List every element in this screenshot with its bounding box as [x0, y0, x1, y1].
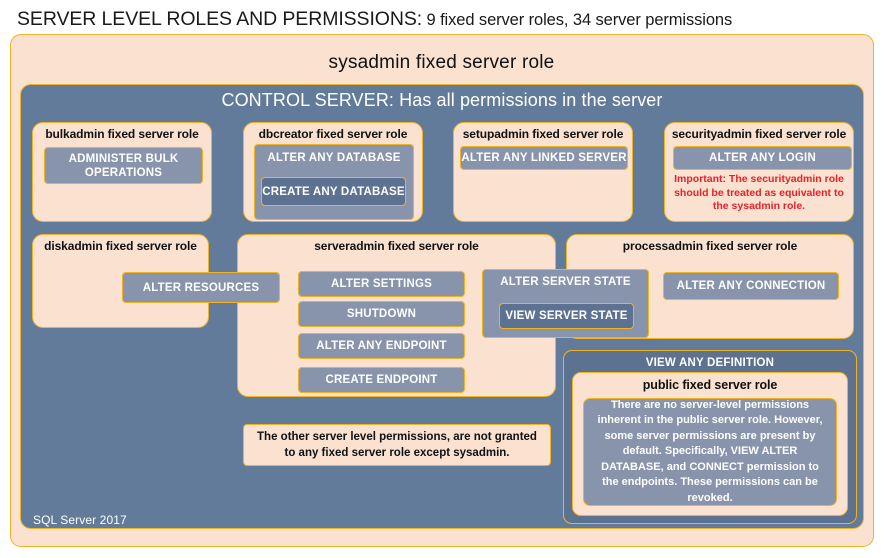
bulkadmin-role-title: bulkadmin fixed server role	[45, 127, 199, 141]
diskadmin-role-title: diskadmin fixed server role	[44, 239, 197, 253]
securityadmin-role-title: securityadmin fixed server role	[671, 127, 847, 141]
sysadmin-role-label: sysadmin fixed server role	[328, 52, 555, 73]
permission-alter-settings[interactable]: ALTER SETTINGS	[298, 271, 465, 297]
page-title-sub: 9 fixed server roles, 34 server permissi…	[426, 11, 733, 29]
public-role-description: There are no server-level permissions in…	[583, 398, 837, 506]
permission-alter-any-connection[interactable]: ALTER ANY CONNECTION	[663, 272, 839, 300]
permission-alter-any-linked-server[interactable]: ALTER ANY LINKED SERVER	[460, 146, 628, 170]
permission-alter-any-login[interactable]: ALTER ANY LOGIN	[673, 146, 852, 170]
processadmin-role-title: processadmin fixed server role	[622, 239, 798, 253]
setupadmin-role-title: setupadmin fixed server role	[462, 127, 624, 141]
sql-server-version-label: SQL Server 2017	[33, 513, 127, 527]
dbcreator-role-title: dbcreator fixed server role	[258, 127, 408, 141]
page-title: SERVER LEVEL ROLES AND PERMISSIONS: 9 fi…	[17, 6, 867, 32]
serveradmin-role-title: serveradmin fixed server role	[314, 239, 479, 253]
permission-administer-bulk-operations[interactable]: ADMINISTER BULK OPERATIONS	[44, 147, 203, 184]
public-role-title: public fixed server role	[642, 378, 778, 392]
securityadmin-warning-text: Important: The securityadmin role should…	[674, 173, 844, 212]
securityadmin-role-box	[664, 122, 854, 222]
permission-alter-server-state-label: ALTER SERVER STATE	[500, 276, 631, 288]
permission-shutdown[interactable]: SHUTDOWN	[298, 301, 465, 327]
setupadmin-role-box	[453, 122, 633, 222]
permission-alter-any-database-label: ALTER ANY DATABASE	[267, 152, 401, 164]
view-any-definition-label: VIEW ANY DEFINITION	[645, 357, 775, 369]
control-server-label: CONTROL SERVER: Has all permissions in t…	[221, 90, 663, 110]
permission-alter-any-endpoint[interactable]: ALTER ANY ENDPOINT	[298, 333, 465, 359]
permission-create-endpoint[interactable]: CREATE ENDPOINT	[298, 367, 465, 393]
permission-view-server-state[interactable]: VIEW SERVER STATE	[499, 303, 634, 329]
permission-create-any-database[interactable]: CREATE ANY DATABASE	[261, 177, 406, 206]
other-permissions-note: The other server level permissions, are …	[243, 424, 551, 466]
page-title-main: SERVER LEVEL ROLES AND PERMISSIONS:	[17, 8, 423, 30]
permission-alter-resources[interactable]: ALTER RESOURCES	[122, 272, 280, 303]
